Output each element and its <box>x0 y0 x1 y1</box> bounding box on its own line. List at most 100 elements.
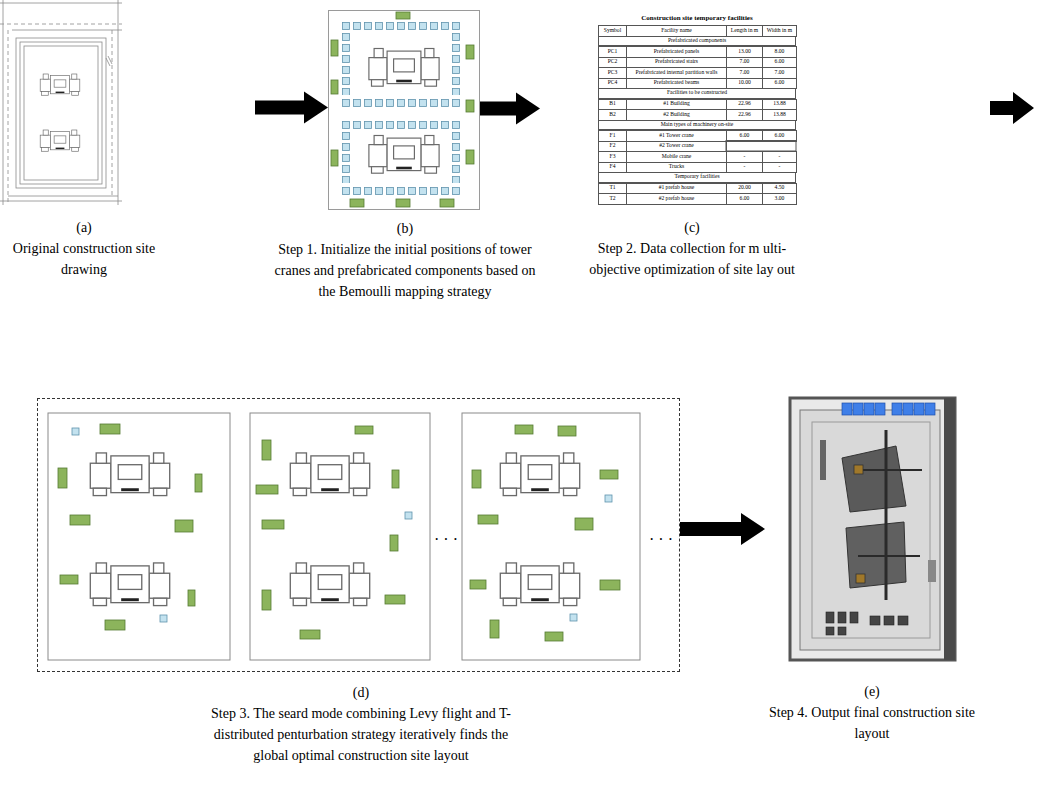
iteration-panels-part-part <box>470 580 486 589</box>
initial-layout-part-part <box>466 150 474 164</box>
iteration-panels-part-part <box>262 590 271 610</box>
caption-block: (d)Step 3. The seard mode combining Levy… <box>196 682 526 766</box>
figure-panel: (b)Step 1. Initialize the initial positi… <box>328 10 480 210</box>
final-layout-part-part <box>914 403 924 415</box>
initial-layout-part-part <box>466 100 474 112</box>
panel-label: (b) <box>268 218 543 239</box>
table-cell: - <box>726 151 763 163</box>
final-layout-part-part <box>925 403 935 415</box>
site-drawing-part <box>0 201 122 202</box>
final-layout-part <box>856 574 865 583</box>
final-layout-part <box>842 403 935 415</box>
step-caption: Step 3. The seard mode combining Levy fl… <box>196 703 526 766</box>
iteration-panels-part-part <box>175 520 193 532</box>
final-layout-part <box>858 555 920 557</box>
figure-panel: (a)Original construction site drawing <box>0 0 255 205</box>
step-caption: Step 1. Initialize the initial positions… <box>268 239 543 302</box>
ellipsis: · · · <box>649 532 673 548</box>
table-cell: 22.96 <box>726 99 763 111</box>
iteration-panels-part-part <box>392 470 399 488</box>
iteration-panels-part-part <box>575 518 593 530</box>
iteration-panels-part-part <box>188 590 195 606</box>
table-cell: B2 <box>598 109 627 121</box>
site-drawing-part <box>3 0 4 205</box>
iteration-panels-part-part <box>390 535 398 551</box>
site-drawing-part <box>16 38 106 188</box>
table-cell: #1 Tower crane <box>626 130 727 142</box>
final-layout-part <box>826 612 908 635</box>
iteration-panels-part-part <box>48 413 230 660</box>
table-cell: 7.00 <box>762 67 797 79</box>
panel-label: (d) <box>196 682 526 703</box>
final-layout-part-part <box>875 403 885 415</box>
iteration-panels-part-part <box>262 520 284 529</box>
step-caption: Step 2. Data collection for m ulti- obje… <box>576 238 808 280</box>
final-layout-part-part <box>850 612 858 623</box>
iteration-panels-part-part <box>256 485 278 494</box>
final-layout-part-part <box>842 403 852 415</box>
iteration-panels-part-part <box>472 470 481 488</box>
final-layout-part <box>800 410 940 650</box>
iteration-panels-part-part <box>250 413 430 660</box>
final-layout-part <box>885 430 888 600</box>
initial-layout-part-part <box>331 80 338 94</box>
table-cell: 13.00 <box>726 46 763 58</box>
final-layout-part <box>820 440 826 480</box>
final-layout-part <box>928 560 936 582</box>
iteration-panels-part-part <box>558 426 576 436</box>
iteration-panels <box>48 413 640 660</box>
site-drawing-part <box>24 46 98 180</box>
table-cell: Prefabricated stairs <box>626 57 727 69</box>
iteration-panels-part-part <box>72 428 79 435</box>
iteration-panels-part-part <box>70 515 90 525</box>
iteration-panels-part-part <box>300 630 320 639</box>
table-cell: 6.00 <box>762 130 797 142</box>
table-cell: F2 <box>598 141 627 153</box>
flow-arrow <box>680 513 765 545</box>
site-drawing-part <box>118 0 119 205</box>
iteration-panels-part-part <box>570 614 577 621</box>
table-cell: 6.00 <box>726 193 763 205</box>
table-cell: T1 <box>598 183 627 195</box>
iteration-panels-part-part <box>385 595 405 604</box>
iteration-panels-part-part <box>545 632 563 641</box>
table-cell: 6.00 <box>726 130 763 142</box>
iteration-panels-part-part <box>600 470 618 479</box>
table-cell: 13.88 <box>762 99 797 111</box>
iteration-panels-part-part <box>195 474 202 492</box>
iteration-panels-part <box>500 563 579 606</box>
table-empty-cell <box>726 141 796 152</box>
iteration-panels-part <box>90 453 169 496</box>
table-cell: #2 Building <box>626 109 727 121</box>
flow-arrow <box>480 93 540 125</box>
table-cell: Temporary facilities <box>598 172 796 183</box>
panel-label: (a) <box>4 217 164 238</box>
site-drawing-part <box>8 196 118 197</box>
caption-block: (c)Step 2. Data collection for m ulti- o… <box>576 217 808 280</box>
table-cell: Prefabricated beams <box>626 78 727 90</box>
table-cell: Main types of machinery on-site <box>598 120 796 131</box>
table-cell: Width in m <box>762 25 797 37</box>
iteration-panels-part-part <box>478 515 498 524</box>
table-cell: Length in m <box>726 25 763 37</box>
table-cell: T2 <box>598 193 627 205</box>
site-drawing-part <box>8 30 9 205</box>
table-cell: Mobile crane <box>626 151 727 163</box>
panel-label: (e) <box>767 681 977 702</box>
final-layout-part-part <box>838 627 846 635</box>
final-layout-part <box>790 398 955 660</box>
table-cell: 13.88 <box>762 109 797 121</box>
iteration-panels-part <box>290 563 369 606</box>
table-cell: 22.96 <box>726 109 763 121</box>
site-drawing-part <box>40 74 80 95</box>
iteration-panels-part <box>290 453 369 496</box>
caption-block: (e)Step 4. Output final construction sit… <box>767 681 977 744</box>
table-title: Construction site temporary facilities <box>598 12 796 24</box>
iteration-panels-part-part <box>462 413 640 660</box>
table-cell: 20.00 <box>726 183 763 195</box>
initial-layout-part-part <box>396 199 410 207</box>
table-cell: #2 Tower crane <box>626 141 727 153</box>
iteration-panels-part-part <box>105 620 125 630</box>
site-drawing-part <box>108 56 112 64</box>
